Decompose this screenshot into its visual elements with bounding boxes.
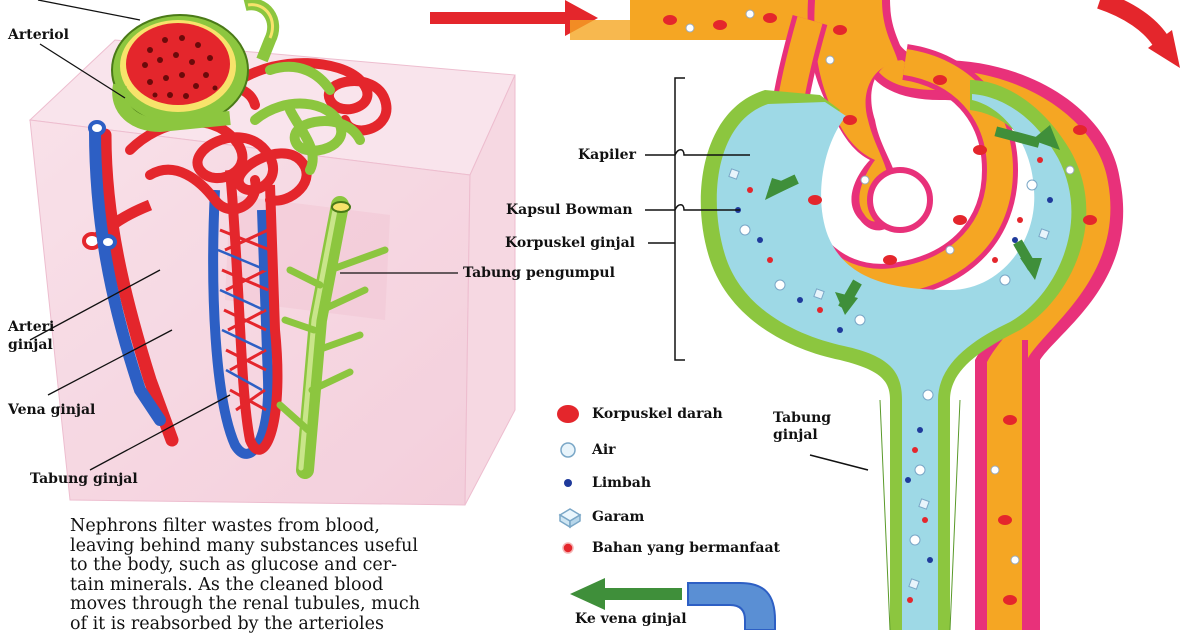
label-ke-vena-ginjal: Ke vena ginjal <box>575 611 687 627</box>
blood-outflow-arrow <box>1097 0 1180 68</box>
renal-vein <box>88 120 166 426</box>
blood-inflow-arrow <box>430 0 650 40</box>
legend-label: Limbah <box>592 475 652 491</box>
left-leader-lines <box>29 0 458 471</box>
legend-label: Air <box>592 442 616 458</box>
legend-label: Bahan yang bermanfaat <box>592 540 781 556</box>
salt-crystal-icon <box>558 508 582 529</box>
label-tabung-ginjal-right: Tabung ginjal <box>773 410 832 443</box>
renal-vein-pipe <box>570 578 776 630</box>
caption-text: Nephrons filter wastes from blood, leavi… <box>70 516 421 634</box>
useful-substance-icon <box>562 542 574 554</box>
label-kapsul-bowman: Kapsul Bowman <box>506 202 633 218</box>
filtration-arrows <box>765 125 1060 315</box>
legend-label: Korpuskel darah <box>592 406 723 422</box>
loop-of-henle-capillaries <box>208 169 283 459</box>
bowman-capsule-cross-section <box>111 0 280 133</box>
label-korpuskel-ginjal: Korpuskel ginjal <box>505 235 635 251</box>
label-arteriol: Arteriol <box>8 27 69 43</box>
label-kapiler: Kapiler <box>578 147 636 163</box>
legend-label: Garam <box>592 509 645 525</box>
glomerulus-tangle <box>125 58 392 215</box>
collecting-duct <box>276 196 389 479</box>
label-arteri-ginjal: Arteri ginjal <box>8 319 55 353</box>
filtrate-particles <box>728 157 1053 603</box>
waste-dot-icon <box>564 479 572 487</box>
label-tabung-ginjal-left: Tabung ginjal <box>30 471 138 487</box>
blood-particles <box>663 9 1097 605</box>
renal-corpuscle-illustration <box>430 0 1180 630</box>
label-vena-ginjal: Vena ginjal <box>8 402 96 418</box>
nephron-block-illustration <box>28 0 516 506</box>
red-blood-cell-icon <box>557 405 579 423</box>
bowman-capsule <box>700 80 1087 630</box>
label-tabung-pengumpul: Tabung pengumpul <box>463 265 615 281</box>
corpuscle-bracket <box>645 77 869 471</box>
water-drop-icon <box>560 442 576 458</box>
